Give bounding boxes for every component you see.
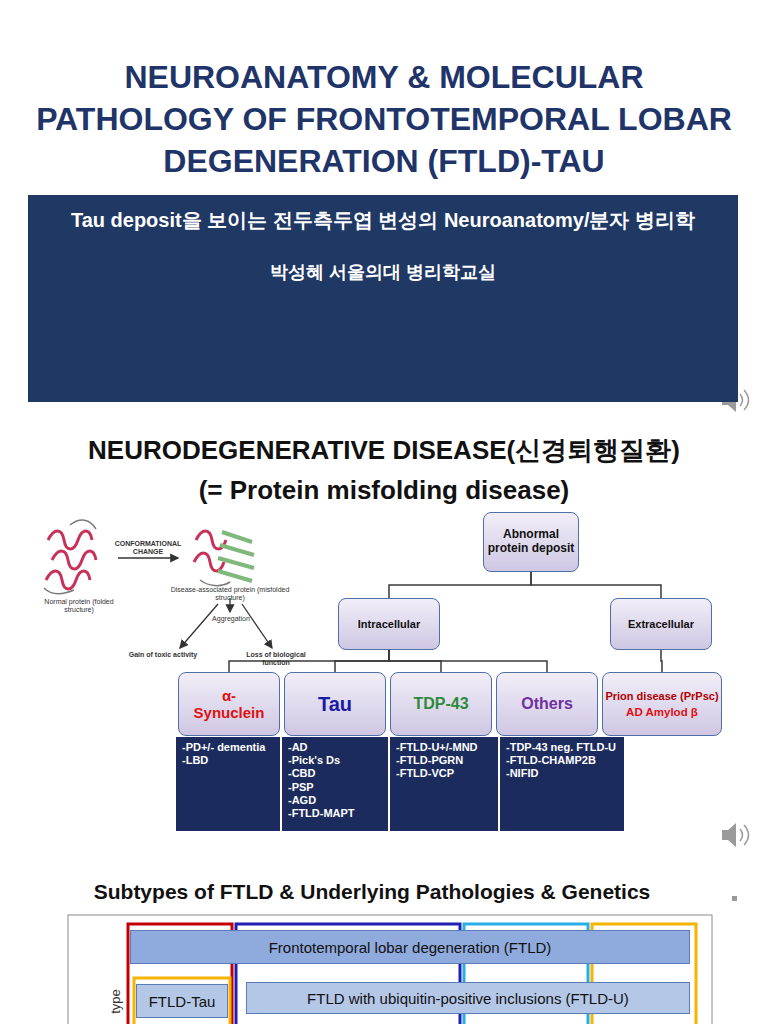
tree-connector [229,650,389,672]
node-text: Frontotemporal lobar degeneration (FTLD) [269,939,552,956]
speaker-icon [722,823,749,847]
slide-title: Subtypes of FTLD & Underlying Pathologie… [20,880,724,904]
node-text: Abnormal protein deposit [487,528,575,556]
annotation: CONFORMATIONAL CHANGE [112,540,184,556]
node-text: Others [521,695,573,713]
node-text: FTLD with ubiquitin-positive inclusions … [307,990,629,1007]
node-text: -FTLD-MAPT [288,807,355,820]
subtype-band: Frontotemporal lobar degeneration (FTLD) [130,930,690,964]
node-text: -PD+/- dementia [182,741,265,754]
disease-list: -TDP-43 neg. FTLD-U-FTLD-CHAMP2B-NIFID [500,737,624,831]
annotation: Aggregation [206,615,256,623]
normal-protein [44,520,96,594]
node-text: AD Amylod β [626,706,698,718]
node-text: -TDP-43 neg. FTLD-U [506,741,616,754]
annotation: Disease-associated protein (misfolded st… [170,586,290,602]
node-text: TDP-43 [413,695,468,713]
annotation: Loss of biological function [238,651,314,667]
node-text: -AGD [288,794,316,807]
node-text: -LBD [182,754,208,767]
process-arrows [118,558,272,648]
node-text: FTLD-Tau [149,993,216,1010]
node-text: 박성혜 서울의대 병리학교실 [270,260,496,284]
protein-box: Tau [284,672,386,736]
node-text: -FTLD-CHAMP2B [506,754,596,767]
axis-label: type [109,981,124,1021]
node-text: -FTLD-VCP [396,767,454,780]
protein-box: TDP-43 [390,672,492,736]
node-text: Intracellular [358,618,420,630]
node-text: -FTLD-U+/-MND [396,741,478,754]
misfolded-protein [194,531,254,586]
tree-connector [531,572,661,598]
title-box: Tau deposit을 보이는 전두측두엽 변성의 Neuroanatomy/… [28,195,738,402]
slide-title: NEUROANATOMY & MOLECULAR PATHOLOGY OF FR… [30,56,738,182]
tree-connector [661,650,662,672]
subtype-band: FTLD-Tau [136,984,228,1018]
node-text: -Pick's Ds [288,754,340,767]
slide-title: (= Protein misfolding disease) [20,476,748,506]
node-text: Extracellular [628,618,694,630]
bullet [732,896,737,901]
node-text: -CBD [288,767,316,780]
node-text: Tau [318,693,352,716]
protein-box: α- Synuclein [178,672,280,736]
category-box: Extracellular [610,598,712,650]
disease-list: -FTLD-U+/-MND-FTLD-PGRN-FTLD-VCP [390,737,498,831]
node-text: -AD [288,741,308,754]
node-text: -NIFID [506,767,538,780]
slide-frame [68,915,712,1024]
disease-list: -PD+/- dementia-LBD [176,737,280,831]
protein-box: Prion disease (PrPsc) AD Amylod β [602,672,722,736]
node-text: -PSP [288,781,314,794]
tree-connector [389,650,547,672]
tree-connector [335,650,389,672]
slide-title: NEURODEGENERATIVE DISEASE(신경퇴행질환) [20,436,748,466]
annotation: Gain of toxic activity [128,651,198,659]
annotation: Normal protein (folded structure) [34,598,124,614]
disease-list: -AD-Pick's Ds-CBD-PSP-AGD-FTLD-MAPT [282,737,388,831]
tree-connector [389,572,531,598]
node-text: -FTLD-PGRN [396,754,463,767]
root-box: Abnormal protein deposit [483,512,579,572]
group-outline [134,978,230,1024]
category-box: Intracellular [338,598,440,650]
protein-box: Others [496,672,598,736]
node-text: Tau deposit을 보이는 전두측두엽 변성의 Neuroanatomy/… [71,207,695,234]
node-text: Prion disease (PrPsc) [605,690,718,703]
subtype-band: FTLD with ubiquitin-positive inclusions … [246,982,690,1014]
node-text: α- Synuclein [189,687,269,722]
